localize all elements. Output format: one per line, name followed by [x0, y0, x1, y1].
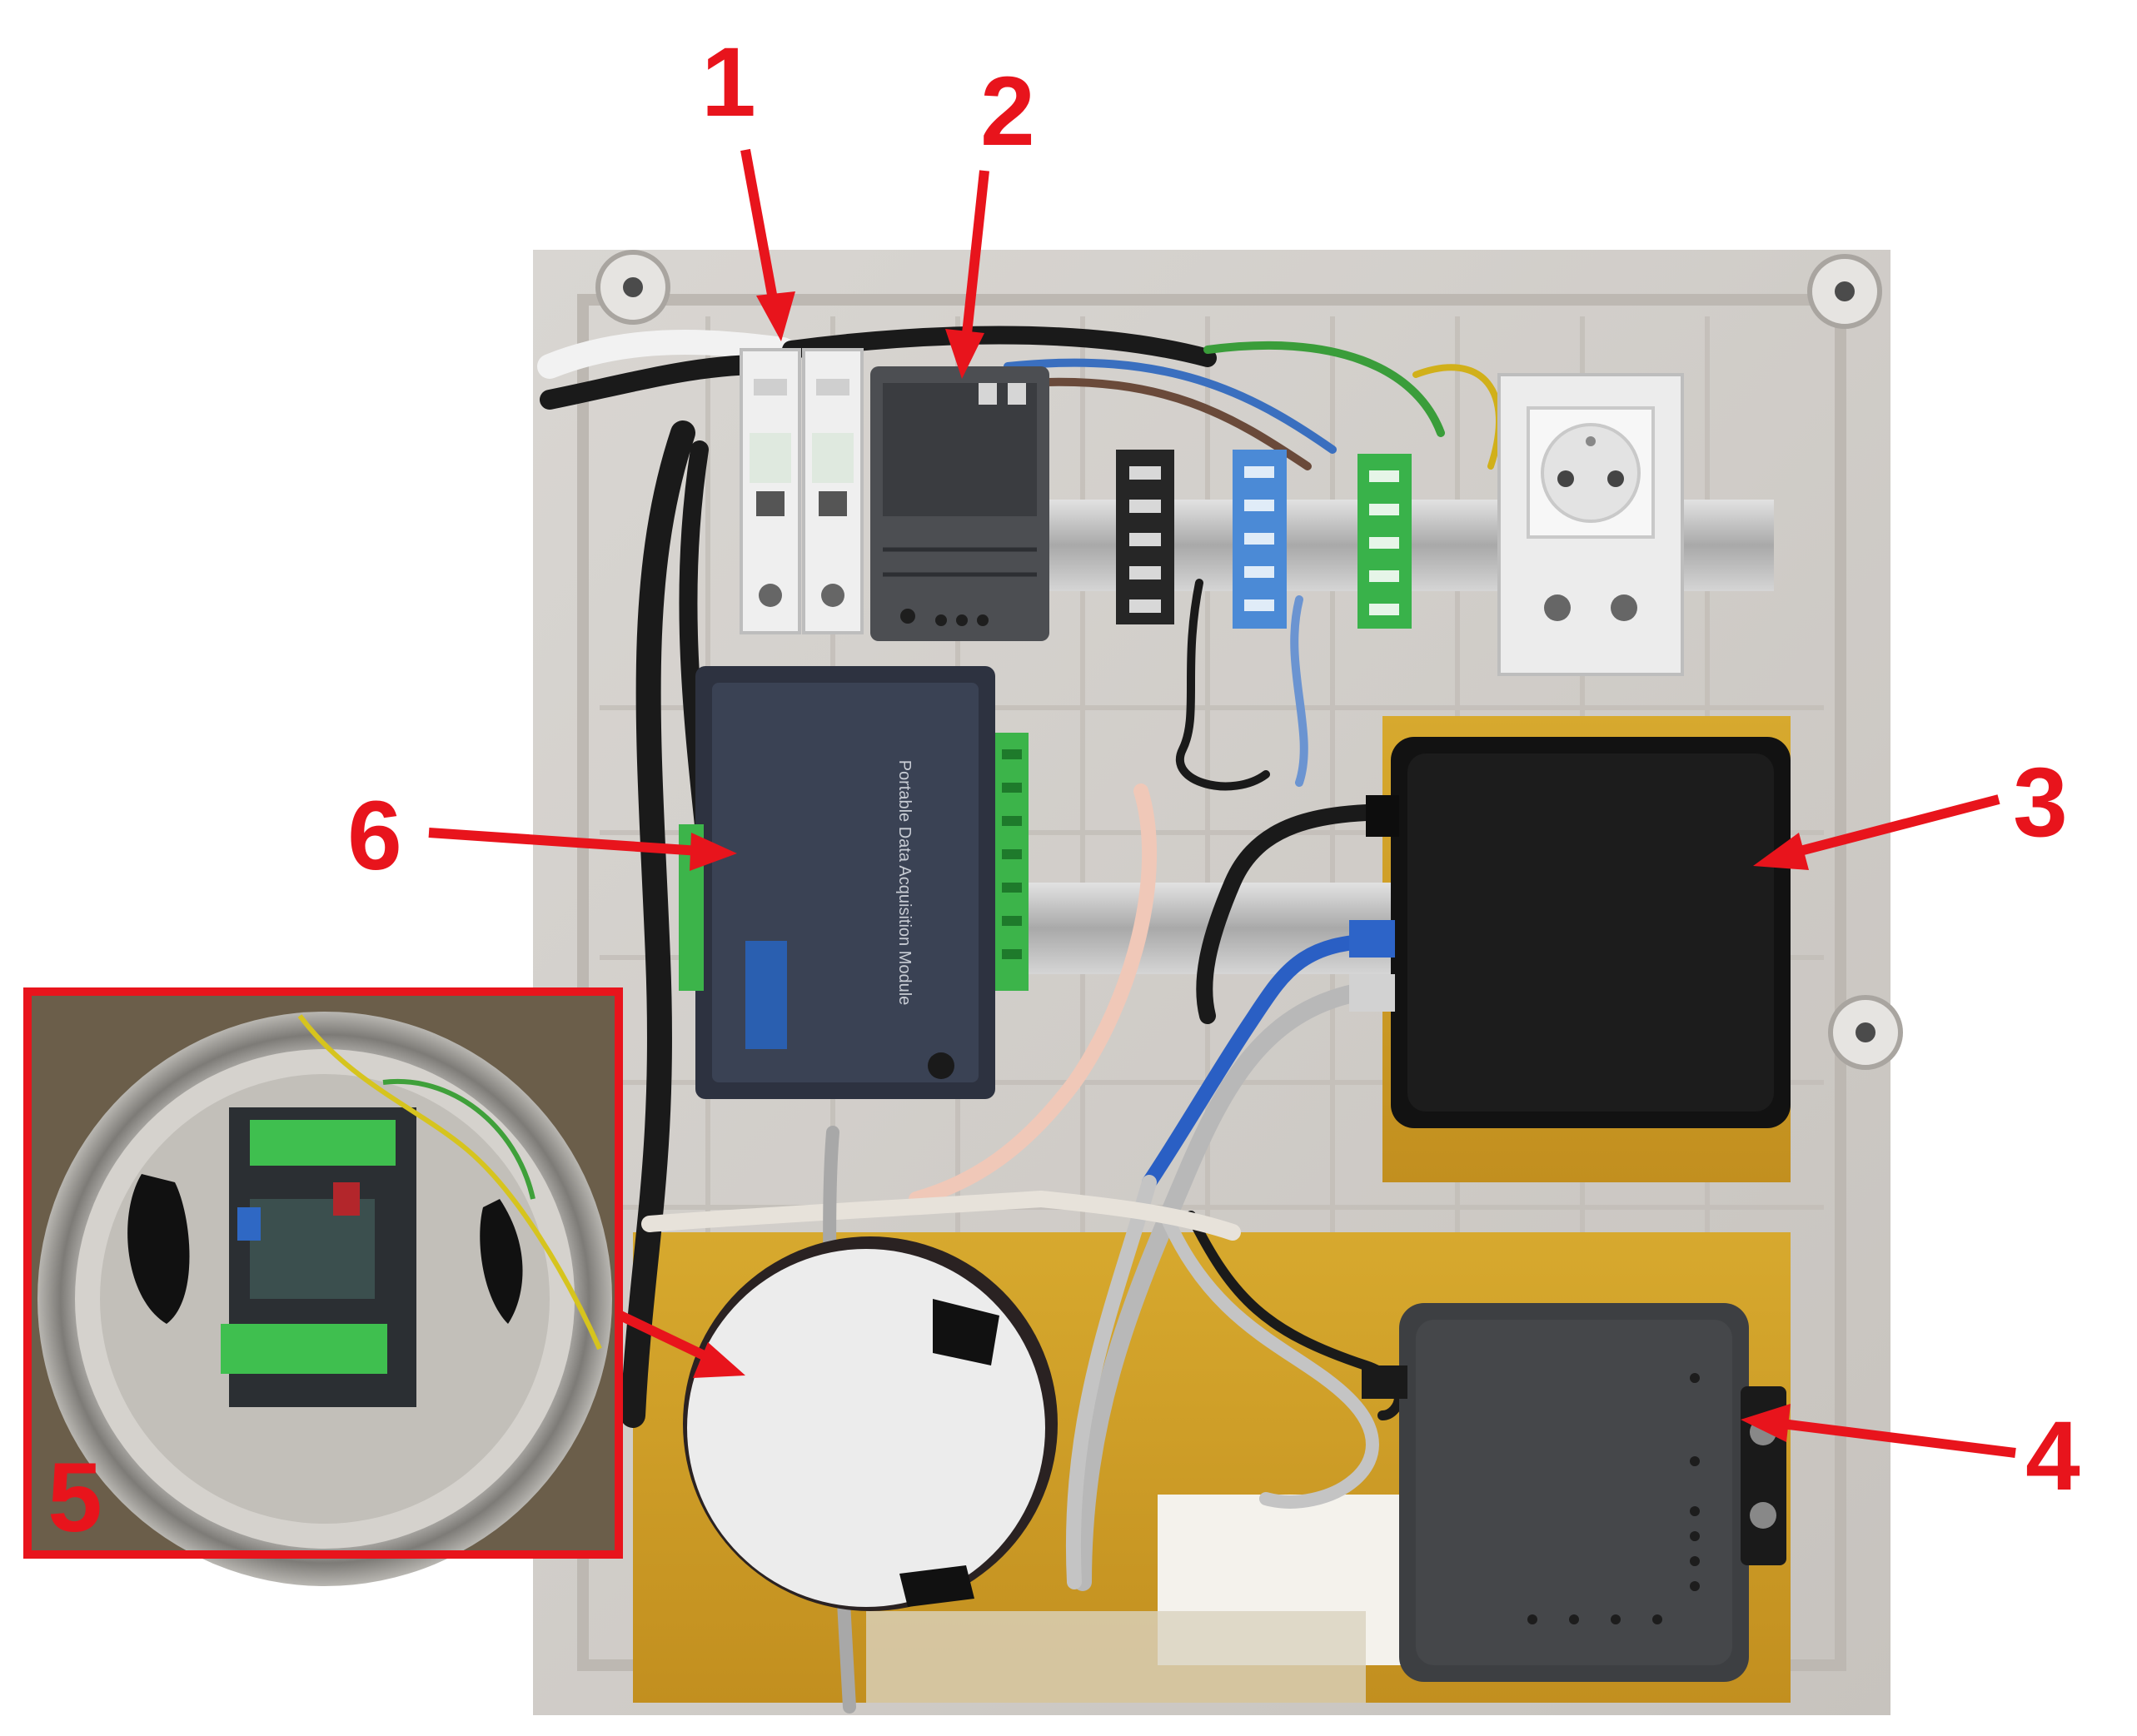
- daq-module-label: Portable Data Acquisition Module: [895, 760, 914, 1006]
- callout-number-6: 6: [347, 781, 402, 891]
- circuit-breakers: [740, 348, 864, 634]
- din-power-supply: [870, 366, 1049, 641]
- arrow-icon: [961, 170, 989, 342]
- router-device: [1362, 1303, 1786, 1682]
- callout-number-5: 5: [47, 1443, 102, 1553]
- inset-frame: [23, 987, 623, 1559]
- inset-photo-sensor: [32, 996, 615, 1586]
- callout-number-2: 2: [980, 57, 1035, 167]
- arrow-icon: [1789, 794, 2000, 858]
- daq-module: Portable Data Acquisition Module: [679, 666, 1029, 1099]
- callout-number-1: 1: [701, 27, 756, 137]
- arrow-icon: [428, 828, 700, 856]
- callout-number-4: 4: [2025, 1401, 2080, 1511]
- arrow-icon: [1753, 833, 1809, 870]
- arrow-icon: [618, 1311, 719, 1366]
- arrow-icon: [1741, 1404, 1791, 1442]
- arrow-icon: [693, 1342, 745, 1378]
- power-socket-icon: [1497, 373, 1684, 676]
- callout-number-3: 3: [2013, 748, 2068, 858]
- arrow-icon: [690, 833, 737, 871]
- black-enclosure-device: [1349, 737, 1791, 1128]
- terminal-blocks: [1116, 450, 1412, 629]
- arrow-icon: [945, 329, 984, 379]
- callout-arrows: [428, 148, 2016, 1458]
- arrow-icon: [1781, 1419, 2016, 1458]
- arrow-icon: [756, 291, 795, 341]
- round-sensor-disk: [683, 1236, 1058, 1611]
- arrow-icon: [740, 148, 780, 310]
